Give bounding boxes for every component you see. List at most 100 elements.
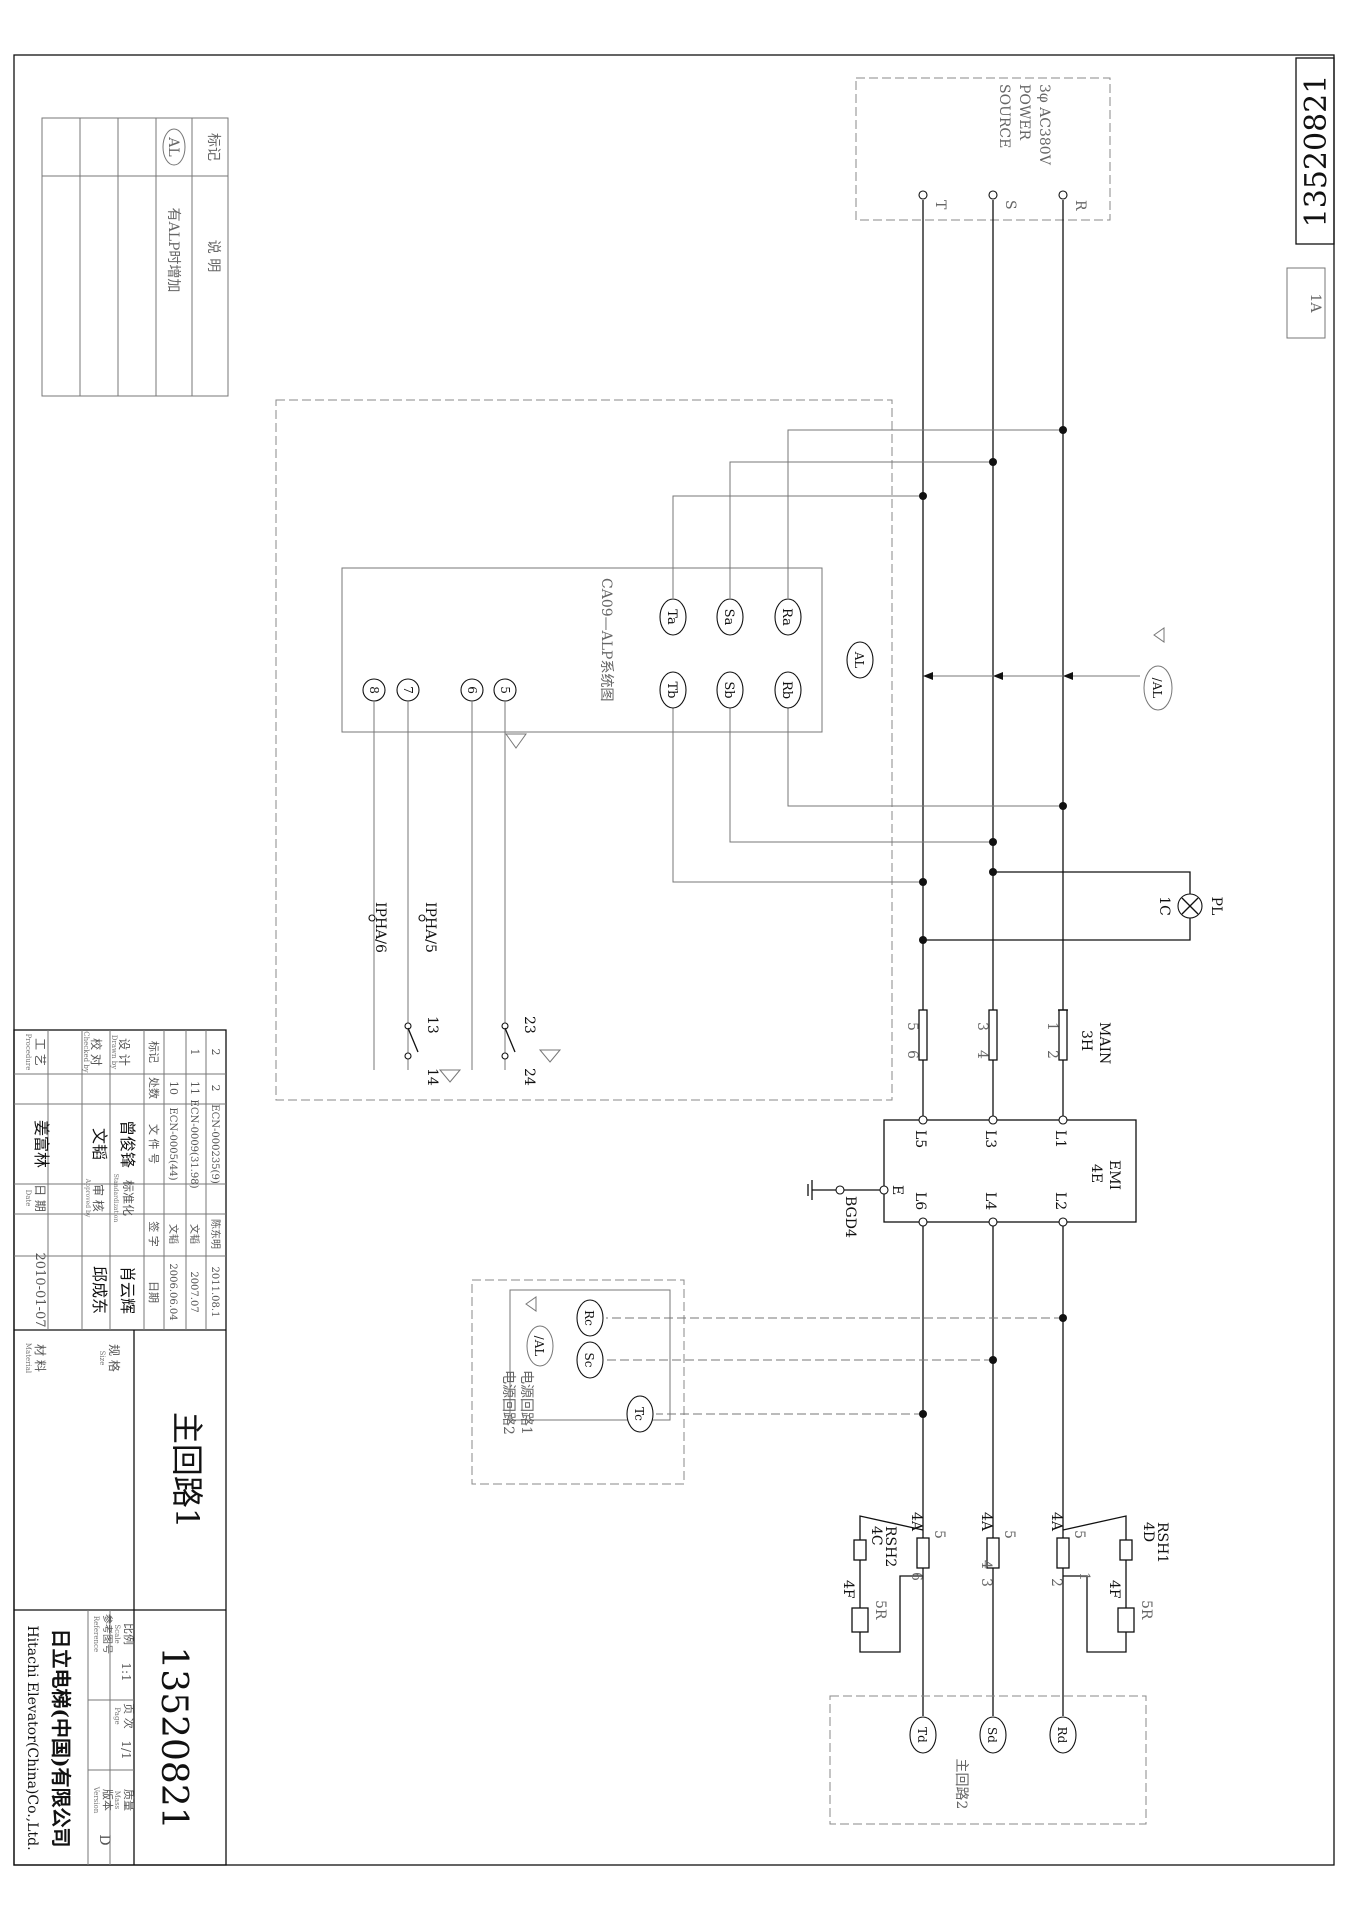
pole-3: 3	[974, 1022, 990, 1031]
ground-label: BGD4	[842, 1196, 858, 1238]
hdr-count: 处数	[147, 1077, 160, 1099]
alp-unit-box	[341, 567, 823, 733]
output-block: Rd Sd Td 主回路2	[829, 1695, 1147, 1825]
rev-row2-count: 11	[188, 1081, 201, 1095]
alp-pin-6: 6	[465, 686, 479, 694]
fuse-R: 4A	[1048, 1512, 1064, 1532]
check-en: Checked by	[82, 1031, 90, 1072]
power-source-line1: 3φ AC380V	[1036, 84, 1052, 166]
pin-top-S: 5	[1001, 1530, 1017, 1539]
emi-name: EMI	[1106, 1160, 1122, 1190]
material-en: Material	[24, 1343, 32, 1374]
pin-c: 3	[978, 1578, 994, 1587]
alp-pin-7: 7	[401, 686, 415, 694]
iph-a5: IPHA/5	[422, 902, 438, 953]
power-loop: Rc Sc Tc /AL 电源回路1 电源回路2	[471, 1279, 1067, 1485]
page-label: 页 次	[122, 1703, 136, 1729]
rsh1-name: RSH1	[1154, 1522, 1170, 1563]
rev-row1-mark: 2	[209, 1049, 222, 1056]
notes-header-desc: 说 明	[205, 240, 221, 272]
rsh2-fuse-terminal: 4F	[840, 1580, 856, 1599]
hdr-date: 日期	[147, 1281, 160, 1303]
mass-label: 质量	[122, 1789, 135, 1811]
phase-T-label: T	[932, 200, 948, 210]
alp-input-wiring	[672, 426, 1067, 886]
alp-terminal-Ra: Ra	[779, 608, 794, 626]
loop-line1: 电源回路1	[518, 1370, 534, 1435]
sheet-marker-text: 1A	[1307, 293, 1323, 313]
rev-row1-date: 2011.08.1	[209, 1267, 220, 1318]
loop-Sc: Sc	[582, 1353, 596, 1368]
process-en: Procedure	[24, 1034, 32, 1071]
spec-label: 规 格	[107, 1344, 122, 1372]
pole-5: 5	[904, 1022, 920, 1031]
ref-en: Reference	[92, 1616, 100, 1652]
pin-top-T: 5	[931, 1530, 947, 1539]
emi-L1: L1	[1052, 1130, 1068, 1148]
out-Rd: Rd	[1055, 1727, 1069, 1744]
alp-terminal-Sa: Sa	[721, 609, 736, 626]
rev-row3-sign: 文韬	[167, 1224, 180, 1244]
rev-row2-doc: ECN-0009(31.98)	[188, 1100, 199, 1189]
drawing-border	[13, 54, 1335, 1866]
ref-label: 参考图号	[101, 1614, 114, 1654]
rsh2-id: 4C	[868, 1526, 884, 1546]
notes-tag: AL	[165, 136, 181, 156]
process-label: 工 艺	[33, 1038, 47, 1066]
rev-row2-date: 2007.07	[188, 1271, 199, 1312]
phase-S-label: S	[1002, 200, 1018, 210]
power-source-line3: SOURCE	[996, 84, 1012, 148]
pin-e: 6	[908, 1572, 924, 1581]
out-Td: Td	[915, 1727, 929, 1743]
contact-24: 24	[521, 1068, 537, 1086]
contact-23: 23	[521, 1016, 537, 1034]
checker-name: 文韬	[90, 1128, 109, 1160]
emi-earth: E	[889, 1185, 905, 1195]
rsh1-pin-b: 2	[1048, 1578, 1064, 1587]
approver-name: 邱成东	[90, 1266, 109, 1314]
date-label: 日 期	[33, 1184, 47, 1212]
main-contactor-name: MAIN	[1096, 1022, 1112, 1064]
alp-terminal-Ta: Ta	[664, 609, 679, 625]
emi-filter: EMI 4E L1 L3 L5 L2 L4 L6 E BGD4	[807, 1115, 1137, 1238]
emi-L4: L4	[982, 1192, 998, 1210]
main-contactor-id: 3H	[1078, 1030, 1094, 1051]
lamp-id: 1C	[1156, 896, 1172, 916]
emi-id: 4E	[1088, 1164, 1104, 1183]
page-en: Page	[113, 1707, 121, 1724]
emi-L3: L3	[982, 1130, 998, 1148]
check-label: 校 对	[89, 1038, 104, 1066]
design-en: Drawn by	[110, 1035, 118, 1069]
contact-13: 13	[424, 1016, 440, 1034]
hdr-doc: 文 件 号	[147, 1124, 161, 1164]
rsh1-id: 4D	[1140, 1522, 1156, 1542]
approve-en: Approved by	[84, 1178, 91, 1218]
pole-6: 6	[904, 1050, 920, 1059]
iph-a6: IPHA/6	[372, 902, 388, 953]
scale-en: Scale	[113, 1624, 121, 1643]
version-en: Version	[92, 1786, 100, 1814]
al-tag-top: /AL	[1150, 678, 1164, 699]
sheet-title: 主回路1	[168, 1412, 206, 1528]
mass-en: Mass	[113, 1791, 121, 1810]
material-label: 材 料	[33, 1344, 47, 1372]
notes-header-mark: 标记	[205, 133, 221, 161]
rsh2-name: RSH2	[882, 1526, 898, 1567]
pilot-lamp: PL 1C	[919, 868, 1224, 944]
std-en: Standardization	[112, 1174, 119, 1223]
rsh1-pin-a: 1	[1076, 1572, 1092, 1581]
rev-row1-sign: 陈东明	[209, 1219, 222, 1249]
phase-monitor-contacts: IPHA/5 IPHA/6 13 14 23 24	[368, 902, 562, 1086]
rsh2-pin-5R: 5R	[872, 1600, 888, 1620]
title-block: 2 2 ECN-000235(9) 陈东明 2011.08.1 1 11 ECN…	[13, 1029, 227, 1866]
main-contactor: MAIN 3H 1 3 5 2 4 6	[904, 1009, 1112, 1064]
std-name: 肖云辉	[118, 1266, 137, 1314]
designer-name: 曾俊锋	[118, 1120, 137, 1168]
pole-4: 4	[974, 1050, 990, 1059]
loop-al-tag: /AL	[532, 1336, 546, 1357]
alp-pin-8: 8	[367, 686, 381, 694]
pin-d: 4	[978, 1560, 994, 1569]
company-cn: 日立电梯(中国)有限公司	[49, 1629, 73, 1848]
scale-value: 1:1	[119, 1662, 133, 1681]
drawing-number-bottom: 13520821	[153, 1646, 194, 1829]
